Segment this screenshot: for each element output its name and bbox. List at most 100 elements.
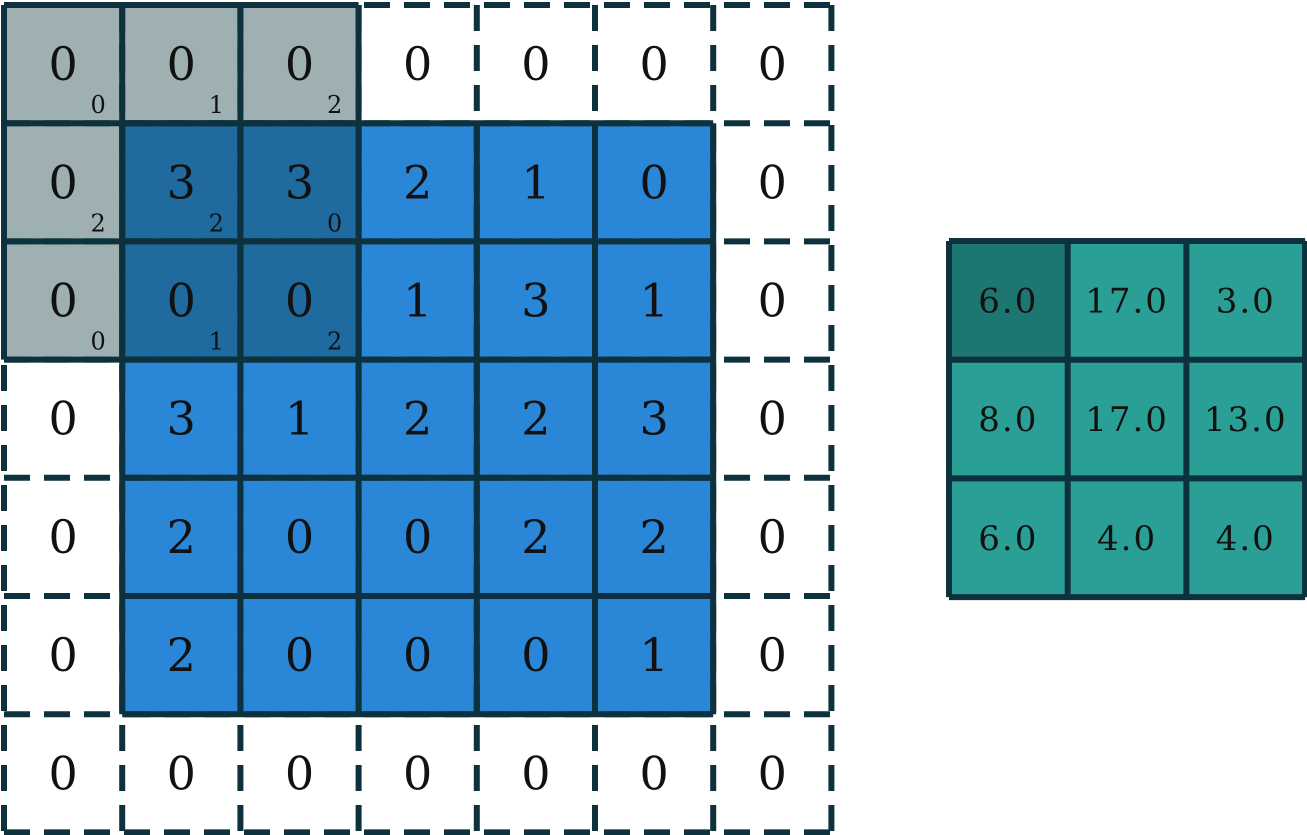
- input-cell: [595, 241, 714, 360]
- input-cell: [240, 596, 359, 715]
- input-cell: [240, 477, 359, 596]
- cell-value: 0: [285, 37, 314, 91]
- cell-value: 0: [48, 155, 77, 209]
- cell-value: 0: [758, 392, 787, 446]
- input-cell: [595, 123, 714, 242]
- output-cell: [1186, 478, 1306, 598]
- padding-cell: [4, 5, 123, 124]
- cell-value: 0: [167, 37, 196, 91]
- input-cell: [358, 359, 477, 478]
- padding-cell: [713, 359, 832, 478]
- kernel-weight: 1: [209, 91, 224, 119]
- padding-cell: [476, 714, 595, 833]
- input-cell: [476, 123, 595, 242]
- output-value: 13.0: [1204, 400, 1288, 440]
- output-cell: [1067, 359, 1187, 479]
- cell-value: 0: [48, 628, 77, 682]
- input-cell: [476, 359, 595, 478]
- cell-value: 1: [639, 628, 668, 682]
- padding-cell: [4, 359, 123, 478]
- padding-cell: [358, 714, 477, 833]
- cell-value: 2: [639, 510, 668, 564]
- output-value: 4.0: [1216, 519, 1276, 559]
- kernel-weight: 0: [91, 328, 106, 356]
- output-cell: [1067, 478, 1187, 598]
- output-cell: [949, 478, 1068, 598]
- output-value: 3.0: [1216, 281, 1276, 321]
- padding-cell: [4, 241, 123, 360]
- cell-value: 0: [758, 274, 787, 328]
- padding-cell: [713, 477, 832, 596]
- cell-value: 3: [521, 274, 550, 328]
- padding-cell: [595, 5, 714, 124]
- output-value: 4.0: [1097, 519, 1157, 559]
- input-cell: [595, 477, 714, 596]
- cell-value: 0: [403, 628, 432, 682]
- cell-value: 0: [758, 746, 787, 800]
- padding-cell: [713, 596, 832, 715]
- cell-value: 1: [285, 392, 314, 446]
- padding-cell: [4, 477, 123, 596]
- cell-value: 0: [403, 746, 432, 800]
- output-value: 17.0: [1085, 281, 1169, 321]
- cell-value: 0: [48, 274, 77, 328]
- cell-value: 0: [403, 510, 432, 564]
- cell-value: 1: [639, 274, 668, 328]
- kernel-weight: 2: [91, 209, 106, 237]
- input-cell: [476, 241, 595, 360]
- cell-value: 3: [167, 155, 196, 209]
- cell-value: 2: [521, 510, 550, 564]
- cell-value: 2: [403, 392, 432, 446]
- padding-cell: [713, 714, 832, 833]
- cell-value: 0: [758, 510, 787, 564]
- cell-value: 2: [403, 155, 432, 209]
- cell-value: 0: [758, 155, 787, 209]
- padding-cell: [4, 123, 123, 242]
- cell-value: 0: [521, 746, 550, 800]
- cell-value: 0: [285, 746, 314, 800]
- input-cell: [240, 241, 359, 360]
- padding-cell: [240, 714, 359, 833]
- kernel-weight: 2: [209, 209, 224, 237]
- output-value: 6.0: [978, 281, 1038, 321]
- cell-value: 0: [285, 628, 314, 682]
- cell-value: 3: [285, 155, 314, 209]
- input-cell: [358, 477, 477, 596]
- cell-value: 1: [403, 274, 432, 328]
- padding-cell: [4, 714, 123, 833]
- kernel-weight: 0: [327, 209, 342, 237]
- cell-value: 0: [639, 155, 668, 209]
- cell-value: 0: [48, 392, 77, 446]
- input-cell: [595, 596, 714, 715]
- input-cell: [122, 359, 241, 478]
- output-value: 8.0: [978, 400, 1038, 440]
- input-cell: [122, 477, 241, 596]
- cell-value: 0: [48, 37, 77, 91]
- input-cell: [476, 477, 595, 596]
- kernel-weight: 2: [327, 91, 342, 119]
- cell-value: 0: [521, 628, 550, 682]
- padding-cell: [240, 5, 359, 124]
- padding-cell: [122, 5, 241, 124]
- input-cell: [358, 241, 477, 360]
- output-cell: [1067, 241, 1187, 360]
- cell-value: 2: [521, 392, 550, 446]
- cell-value: 0: [48, 510, 77, 564]
- output-value: 17.0: [1085, 400, 1169, 440]
- padding-cell: [713, 241, 832, 360]
- cell-value: 0: [285, 510, 314, 564]
- cell-value: 0: [167, 746, 196, 800]
- cell-value: 0: [758, 37, 787, 91]
- input-cell: [358, 596, 477, 715]
- padding-cell: [4, 596, 123, 715]
- kernel-weight: 2: [327, 328, 342, 356]
- cell-value: 0: [639, 746, 668, 800]
- kernel-weight: 1: [209, 328, 224, 356]
- padding-cell: [713, 5, 832, 124]
- kernel-weight: 0: [91, 91, 106, 119]
- cell-value: 0: [48, 746, 77, 800]
- output-cell: [1186, 241, 1306, 360]
- cell-value: 1: [521, 155, 550, 209]
